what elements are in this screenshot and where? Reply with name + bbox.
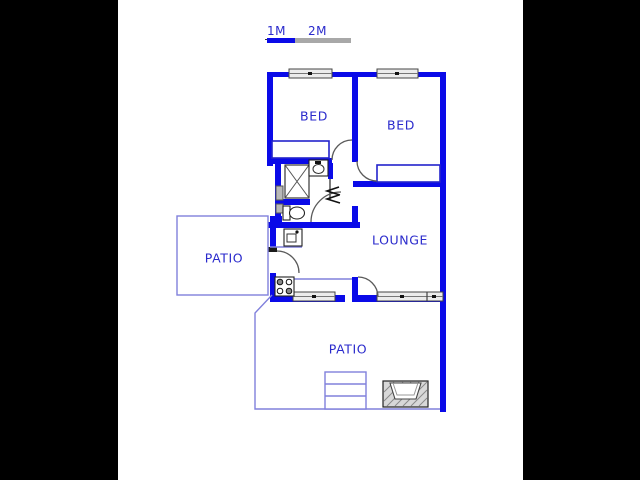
wall-wc-bottom (259, 222, 360, 228)
stairs-icon (324, 371, 367, 410)
window-icon (275, 203, 284, 214)
wardrobe-icon (376, 164, 441, 183)
stove-icon (274, 276, 295, 297)
wall-basin-east (328, 163, 333, 179)
wall-bedroom-divider (352, 72, 358, 162)
door-arc-icon (357, 276, 379, 298)
wall-lounge-top (353, 181, 443, 187)
door-arc-icon (356, 160, 378, 182)
window-icon (376, 291, 444, 302)
window-icon (275, 185, 284, 201)
wall-dark-stub (268, 247, 277, 252)
wall-stove-west (270, 273, 276, 297)
door-arc-icon (331, 139, 353, 161)
room-label-patio-back: PATIO (328, 341, 368, 357)
wardrobe-icon (271, 140, 330, 159)
wall-kitchenette-west (270, 216, 276, 247)
window-icon (376, 68, 419, 79)
scale-bar-segment-1 (267, 38, 295, 43)
wall-bed1-bottom (267, 158, 332, 164)
wall-shower-bottom (275, 199, 310, 205)
door-arc-icon (310, 191, 342, 223)
room-label-bedroom-1: BED (300, 108, 328, 124)
left-black-band (0, 0, 118, 480)
room-label-lounge: LOUNGE (371, 232, 429, 248)
window-icon (292, 291, 336, 302)
wall-break-icon (324, 186, 341, 204)
room-label-bedroom-2: BED (387, 117, 415, 133)
right-black-band (523, 0, 640, 480)
window-icon (288, 68, 333, 79)
scale-bar-segment-2 (295, 38, 351, 43)
door-arc-icon (276, 250, 300, 274)
wall-hall-east-stub (352, 206, 358, 228)
kitchen-sink-icon (283, 228, 303, 247)
braai-icon (382, 380, 429, 408)
patio-side-outline (176, 215, 269, 296)
shower-icon (284, 164, 310, 199)
toilet-icon (282, 205, 306, 221)
basin-icon (308, 159, 329, 177)
wall-bed1-left (267, 72, 273, 166)
room-label-patio-side: PATIO (204, 250, 244, 266)
wall-lounge-door-stub (352, 277, 358, 302)
wall-right (440, 72, 446, 412)
doors (276, 139, 379, 298)
